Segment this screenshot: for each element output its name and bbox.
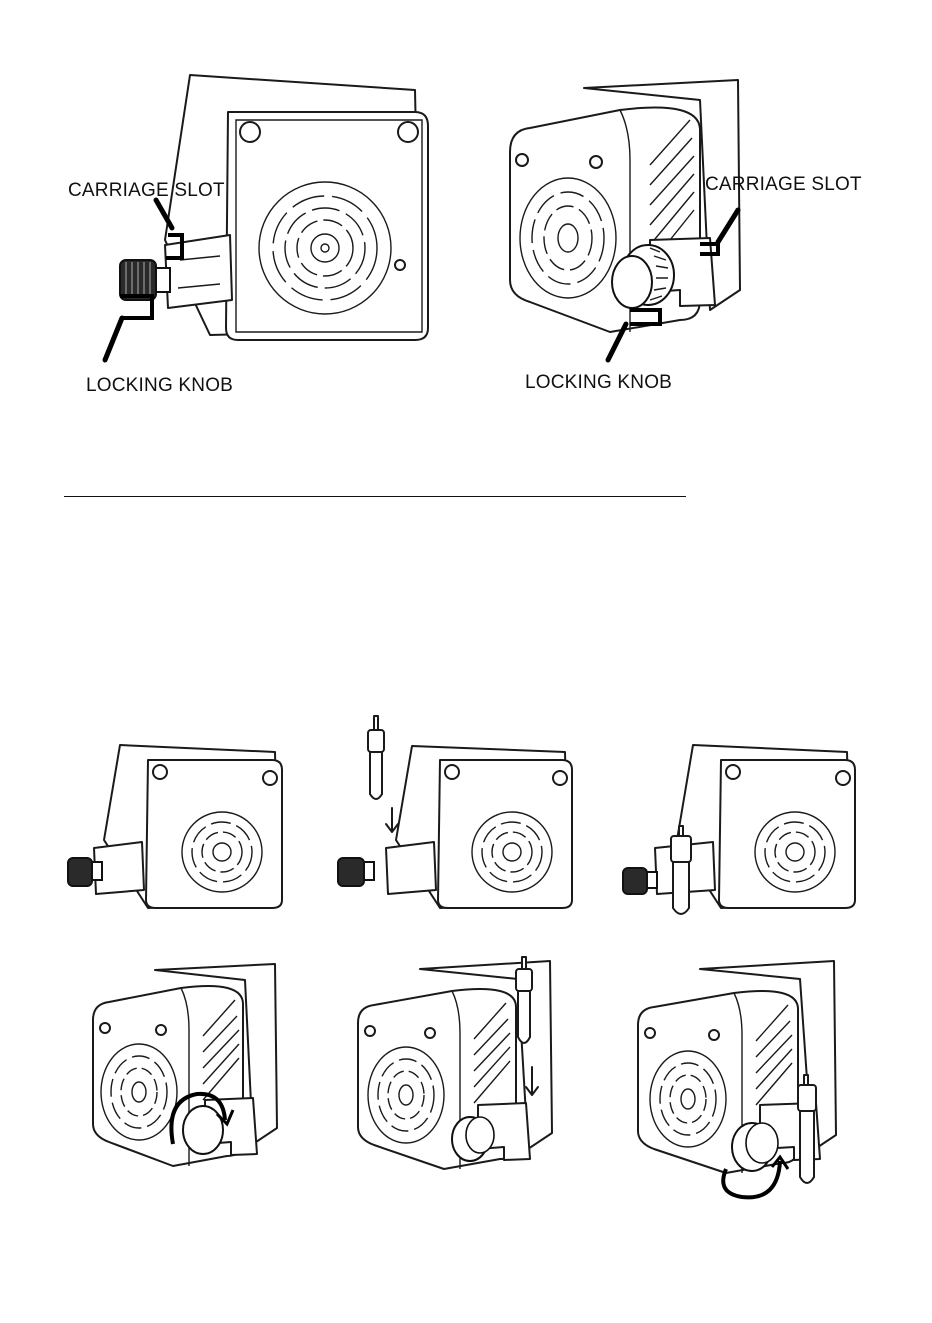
front-view-step-3 xyxy=(615,740,865,925)
carriage-slot-label: CARRIAGE SLOT xyxy=(68,180,225,202)
locking-knob-label: LOCKING KNOB xyxy=(86,375,233,397)
top-left-carriage-figure: CARRIAGE SLOT LOCKING KNOB xyxy=(60,60,440,410)
locking-knob-icon xyxy=(338,858,374,886)
front-view-step-2 xyxy=(330,712,580,917)
angled-view-step-1 xyxy=(85,960,305,1175)
carriage-slot-label: CARRIAGE SLOT xyxy=(705,174,862,196)
blade-holder-icon xyxy=(516,957,532,1043)
locking-knob-label: LOCKING KNOB xyxy=(525,372,672,394)
blade-holder-icon xyxy=(368,716,384,799)
blade-holder-icon xyxy=(671,826,691,914)
locking-knob-icon xyxy=(623,868,657,894)
down-arrow-icon xyxy=(386,808,398,832)
top-right-carriage-figure: CARRIAGE SLOT LOCKING KNOB xyxy=(500,70,880,410)
front-view-step-1 xyxy=(60,740,290,915)
blade-holder-icon xyxy=(798,1075,816,1183)
carriage-angled-drawing xyxy=(500,70,880,410)
carriage-front-drawing xyxy=(60,60,440,410)
section-divider xyxy=(64,496,686,497)
angled-view-step-3 xyxy=(630,955,870,1210)
locking-knob-icon xyxy=(183,1106,223,1154)
angled-view-step-2 xyxy=(350,955,580,1180)
